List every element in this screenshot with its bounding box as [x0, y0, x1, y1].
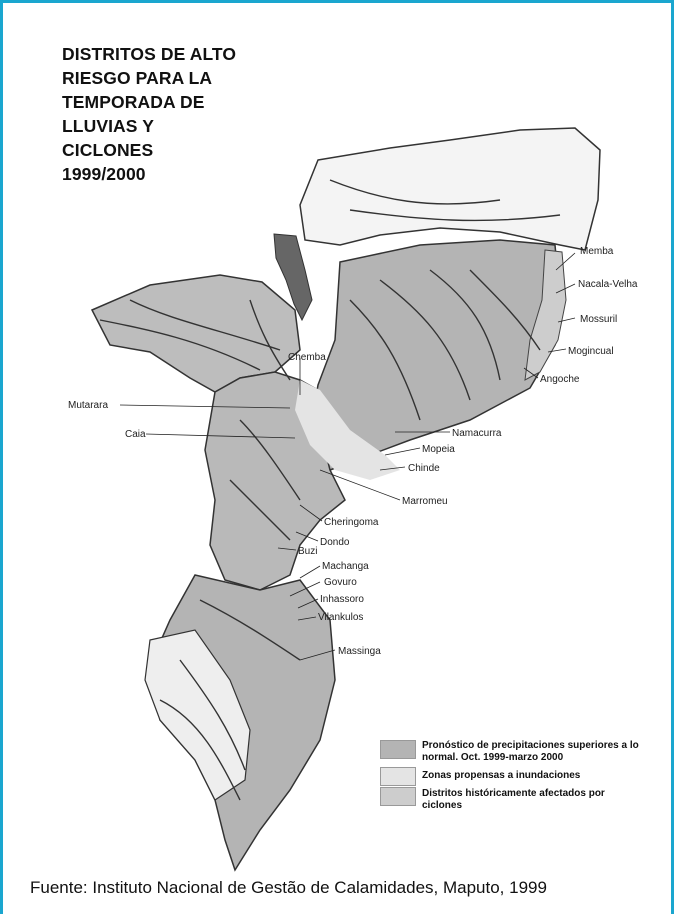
frame-border-left: [0, 0, 3, 914]
coastal-cyclone-north: [524, 249, 567, 381]
label-mutarara: Mutarara: [68, 400, 108, 411]
source-caption: Fuente: Instituto Nacional de Gestão de …: [30, 878, 547, 897]
label-mogincual: Mogincual: [568, 346, 614, 357]
title-line: RIESGO PARA LA: [62, 68, 213, 88]
southwest-region: [144, 629, 251, 801]
label-memba: Memba: [580, 246, 614, 257]
map-title: DISTRITOS DE ALTO RIESGO PARA LA TEMPORA…: [62, 42, 292, 186]
label-caia: Caia: [125, 429, 146, 440]
label-mossuril: Mossuril: [580, 314, 617, 325]
label-govuro: Govuro: [324, 577, 357, 588]
rivers: [99, 179, 561, 801]
label-marromeu: Marromeu: [402, 496, 448, 507]
legend-swatch-rain: [380, 740, 416, 759]
title-line: LLUVIAS Y: [62, 116, 154, 136]
label-cheringoma: Cheringoma: [324, 517, 379, 528]
flood-zone: [295, 380, 400, 480]
lake-niassa: [273, 233, 313, 322]
label-chemba: Chemba: [288, 352, 326, 363]
frame-border-top: [0, 0, 674, 3]
label-dondo: Dondo: [320, 537, 350, 548]
label-massinga: Massinga: [338, 646, 381, 657]
label-namacurra: Namacurra: [452, 428, 502, 439]
title-line: CICLONES: [62, 140, 154, 160]
label-angoche: Angoche: [540, 374, 580, 385]
legend-label-cyclone: Distritos históricamente afectados por c…: [422, 788, 605, 811]
label-mopeia: Mopeia: [422, 444, 455, 455]
label-inhassoro: Inhassoro: [320, 594, 364, 605]
legend-swatch-cyclone: [380, 787, 416, 806]
title-line: TEMPORADA DE: [62, 92, 205, 112]
legend-label-flood: Zonas propensas a inundaciones: [422, 770, 581, 781]
label-buzi: Buzi: [298, 546, 317, 557]
title-line: DISTRITOS DE ALTO: [62, 44, 237, 64]
label-vilankulos: Vilankulos: [318, 612, 363, 623]
label-chinde: Chinde: [408, 463, 440, 474]
leader-lines: [119, 252, 576, 661]
north-region: [299, 127, 601, 251]
label-nacala-velha: Nacala-Velha: [578, 279, 638, 290]
legend-label-rain: Pronóstico de precipitaciones superiores…: [422, 740, 639, 763]
label-machanga: Machanga: [322, 561, 369, 572]
frame-border-right: [671, 0, 674, 914]
title-line: 1999/2000: [62, 164, 146, 184]
legend-swatch-flood: [380, 767, 416, 786]
